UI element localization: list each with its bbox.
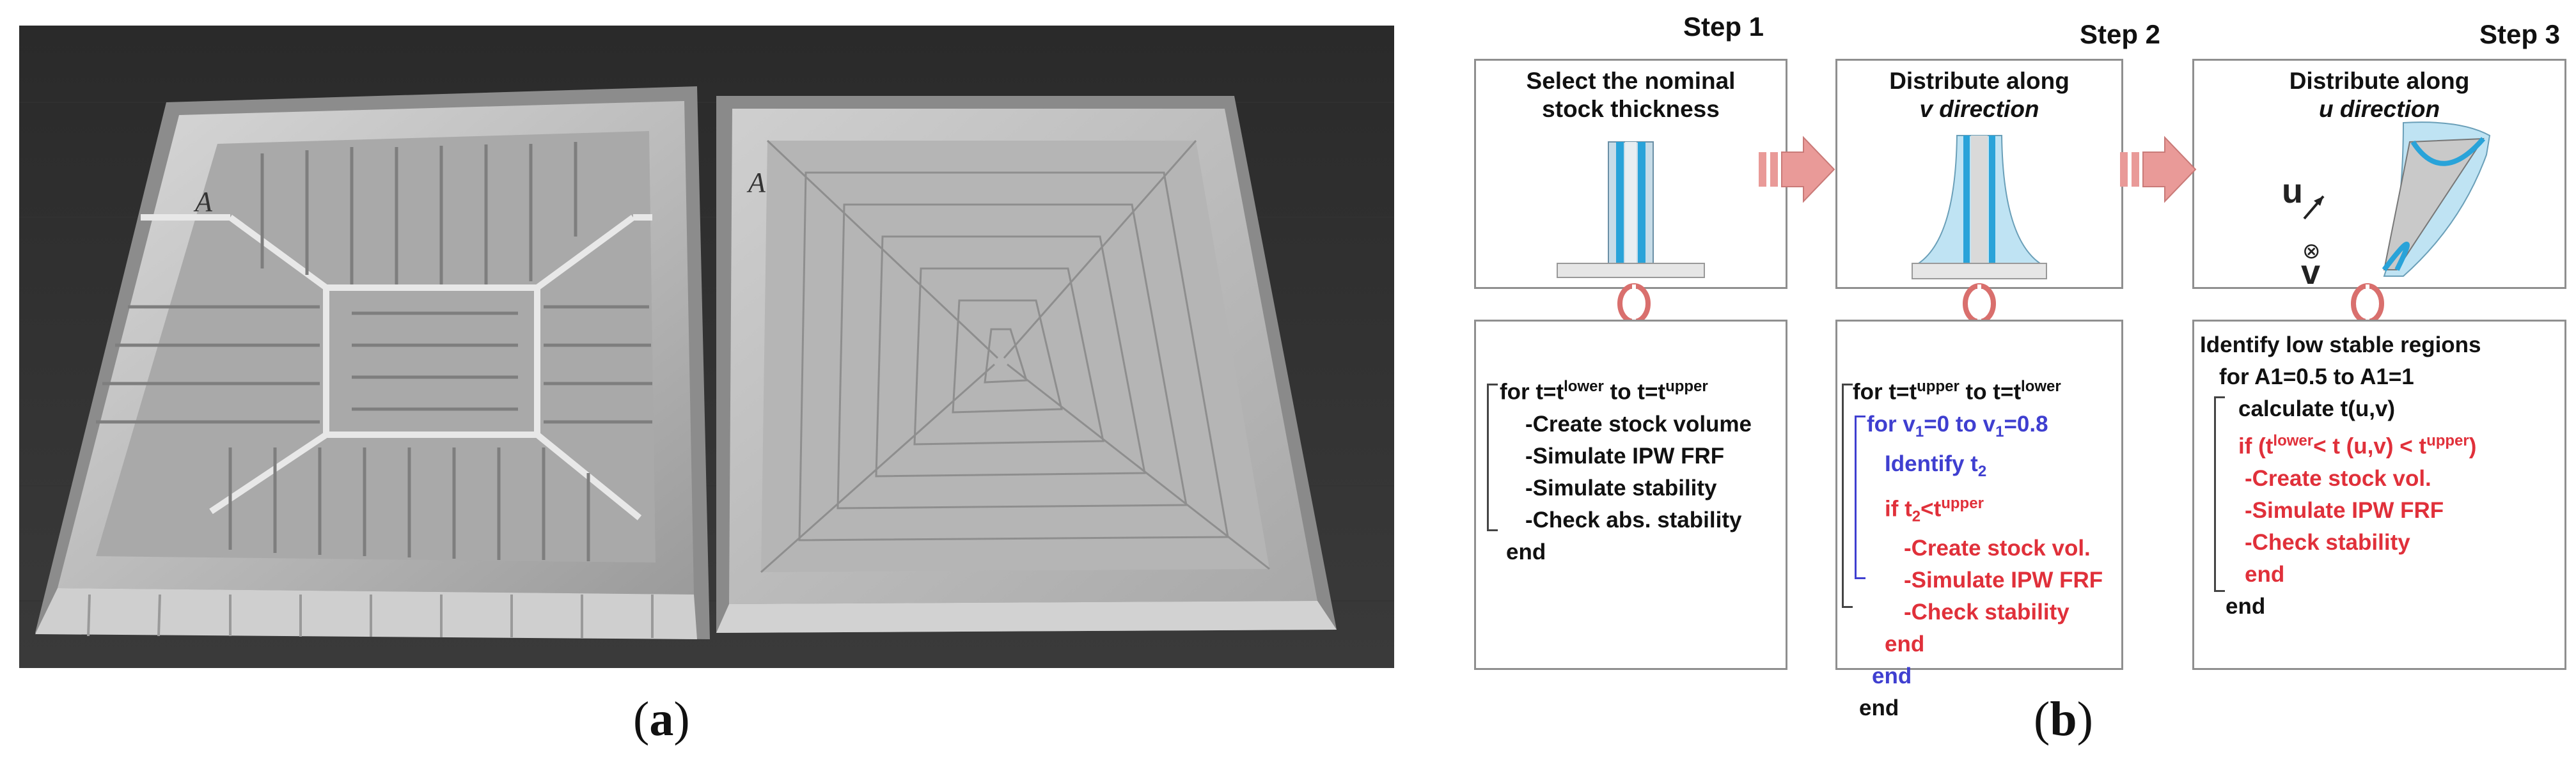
step-2-algorithm-box xyxy=(1835,320,2123,670)
step-1-box-title: Select the nominal stock thickness xyxy=(1526,68,1736,122)
step-3-algorithm-box xyxy=(2192,320,2566,670)
caption-b: (b) xyxy=(2034,692,2093,746)
step-3-wall-illustration: u ⊗ v xyxy=(2282,121,2491,292)
step-3-illustration-box: Distribute along u direction xyxy=(2192,59,2566,289)
step-3-box-title: Distribute along u direction xyxy=(2289,68,2470,122)
step-2-wall-illustration xyxy=(1912,135,2047,279)
step-1-code: for t=tlower to t=tupper -Create stock v… xyxy=(1500,371,1752,568)
otimes-symbol: ⊗ xyxy=(2302,238,2321,264)
v-axis-label: v xyxy=(2301,253,2320,292)
step-1-algorithm-box xyxy=(1474,320,1787,670)
arrow-step1-to-step2 xyxy=(1759,136,1835,203)
u-axis-label: u xyxy=(2282,172,2303,210)
step-2-code: for t=tupper to t=tlower for v1=0 to v1=… xyxy=(1853,378,2103,721)
step-2-inner-bracket xyxy=(1855,416,1865,579)
step-1-code-line-1: for t=tlower to t=tupper xyxy=(1500,378,1708,405)
step-3-loop-bracket xyxy=(2214,396,2225,592)
right-textured-pocket-part: A xyxy=(716,96,1337,633)
step-1-loop-bracket xyxy=(1487,384,1498,531)
step-1-title: Step 1 xyxy=(1683,12,1764,42)
arrow-step2-to-step3 xyxy=(2120,136,2197,203)
machined-pockets-photo: A A xyxy=(19,26,1394,668)
step-3-code: Identify low stable regions for A1=0.5 t… xyxy=(2200,332,2481,619)
step-3-title: Step 3 xyxy=(2479,19,2561,49)
step-2-box-title: Distribute along v direction xyxy=(1889,68,2069,122)
photo-label-a-left: A xyxy=(193,186,213,217)
photo-label-a-right: A xyxy=(746,167,766,198)
step-1-wall-illustration xyxy=(1557,141,1705,278)
step-2-outer-bracket xyxy=(1842,384,1853,608)
left-ribbed-pocket-part: A xyxy=(35,86,710,639)
caption-a: (a) xyxy=(633,692,690,746)
step-2-title: Step 2 xyxy=(2079,19,2161,49)
